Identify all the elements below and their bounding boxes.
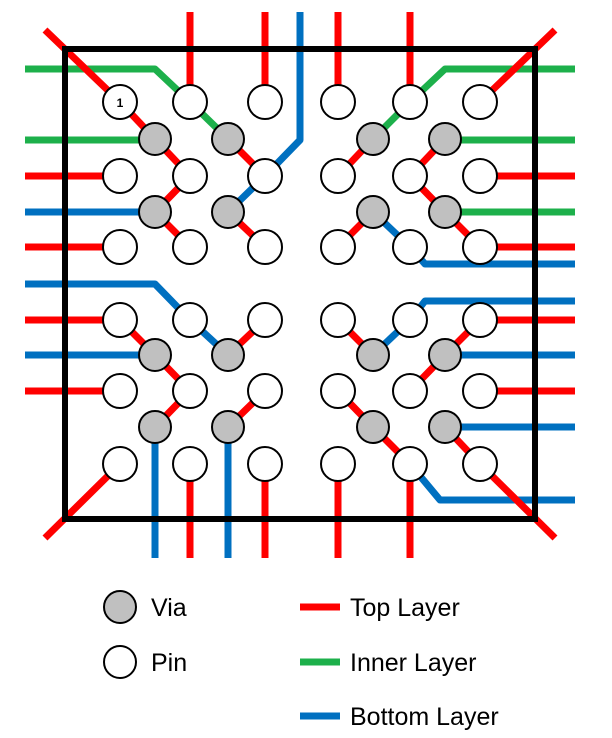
pin [320, 302, 356, 338]
pin [102, 373, 138, 409]
pin [462, 446, 498, 482]
pin [462, 229, 498, 265]
via [428, 195, 462, 229]
pin [462, 302, 498, 338]
pin [247, 302, 283, 338]
via [428, 122, 462, 156]
pin-grid [102, 84, 498, 482]
pin [247, 229, 283, 265]
pin [392, 158, 428, 194]
pin [172, 158, 208, 194]
via [211, 410, 245, 444]
via [428, 338, 462, 372]
legend: Via Pin Top Layer Inner Layer Bottom Lay… [103, 590, 499, 731]
pin [392, 84, 428, 120]
pin [172, 84, 208, 120]
pin [320, 373, 356, 409]
pin [247, 84, 283, 120]
pin [462, 373, 498, 409]
via [356, 410, 390, 444]
legend-pin-swatch [103, 645, 137, 679]
pin [320, 158, 356, 194]
via [211, 338, 245, 372]
via [428, 410, 462, 444]
pin [172, 229, 208, 265]
via [356, 338, 390, 372]
pin [102, 158, 138, 194]
legend-top-layer-label: Top Layer [350, 594, 460, 622]
package-outline [62, 46, 538, 522]
pin [102, 446, 138, 482]
via-grid [138, 122, 462, 444]
via [356, 122, 390, 156]
legend-inner-layer-label: Inner Layer [350, 649, 476, 677]
pin [320, 84, 356, 120]
legend-via-label: Via [151, 594, 187, 622]
pin [462, 84, 498, 120]
via [211, 122, 245, 156]
pin [320, 446, 356, 482]
via [138, 122, 172, 156]
pin [320, 229, 356, 265]
pin [172, 446, 208, 482]
pin [102, 302, 138, 338]
via [138, 410, 172, 444]
via [138, 338, 172, 372]
legend-via-swatch [103, 590, 137, 624]
pin [102, 229, 138, 265]
pin [172, 373, 208, 409]
legend-pin-label: Pin [151, 649, 187, 677]
pin [172, 302, 208, 338]
pin [392, 373, 428, 409]
pin [392, 229, 428, 265]
legend-bottom-layer-label: Bottom Layer [350, 703, 499, 731]
pin1-label: 1 [117, 96, 124, 110]
pin [247, 373, 283, 409]
pin [392, 446, 428, 482]
via [356, 195, 390, 229]
pin [462, 158, 498, 194]
pin [102, 84, 138, 120]
pin [392, 302, 428, 338]
via [211, 195, 245, 229]
pin [247, 446, 283, 482]
pin [247, 158, 283, 194]
via [138, 195, 172, 229]
